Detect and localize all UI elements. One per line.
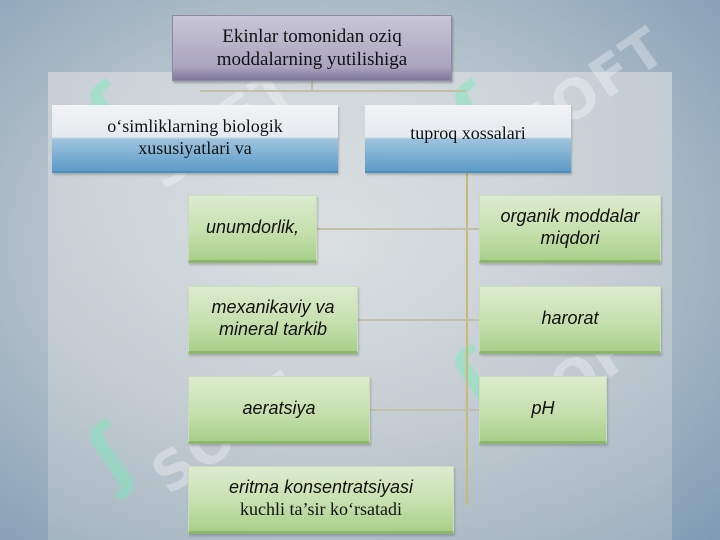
right-item-box: pH <box>479 376 607 444</box>
connector-header-bar <box>200 90 466 92</box>
connector-item-3 <box>370 409 479 411</box>
right-header-text: tuproq xossalari <box>410 123 526 144</box>
connector-title-stem <box>311 81 313 91</box>
left-item-box: mexanikaviy va mineral tarkib <box>188 286 358 354</box>
right-item-text: pH <box>531 398 555 419</box>
connector-item-2 <box>358 319 479 321</box>
left-header-text: o‘simliklarning biologik xususiyatlari v… <box>107 116 283 158</box>
right-header-box: tuproq xossalari <box>365 105 571 173</box>
left-item-box: unumdorlik, <box>188 195 317 263</box>
bottom-item-line1: eritma konsentratsiyasi <box>228 477 414 498</box>
right-item-box: organik moddalar miqdori <box>479 195 661 263</box>
diagram-title: Ekinlar tomonidan oziq moddalarning yuti… <box>172 15 452 81</box>
connector-main-vertical <box>466 173 468 505</box>
left-item-text: mexanikaviy va mineral tarkib <box>211 297 335 339</box>
left-item-box: aeratsiya <box>188 376 370 444</box>
right-item-box: harorat <box>479 286 661 354</box>
diagram-title-text: Ekinlar tomonidan oziq moddalarning yuti… <box>216 25 408 70</box>
left-item-text: aeratsiya <box>242 398 316 419</box>
left-item-text: unumdorlik, <box>205 217 300 238</box>
bottom-item-box: eritma konsentratsiyasi kuchli ta’sir ko… <box>188 466 454 534</box>
right-item-text: harorat <box>541 308 599 329</box>
connector-item-1 <box>317 228 479 230</box>
bottom-item-line2: kuchli ta’sir ko‘rsatadi <box>240 499 402 519</box>
right-item-text: organik moddalar miqdori <box>500 206 640 248</box>
left-header-box: o‘simliklarning biologik xususiyatlari v… <box>52 105 338 173</box>
